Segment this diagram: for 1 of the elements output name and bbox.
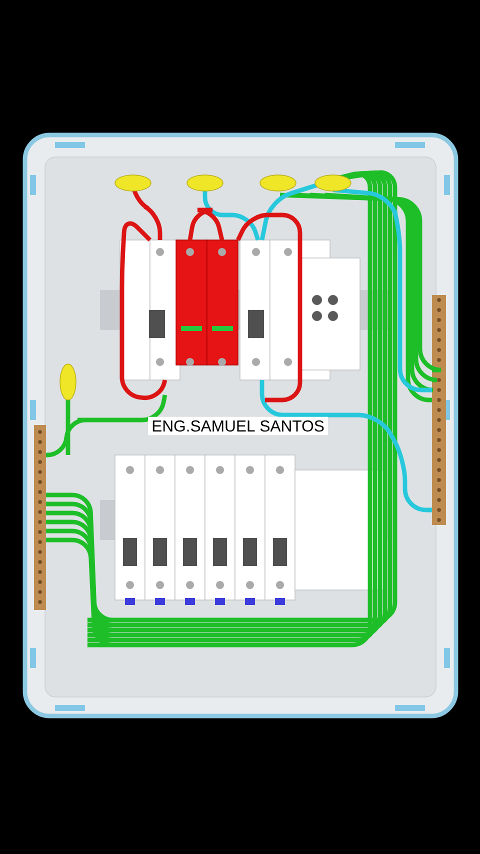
caption-text: ENG.SAMUEL SANTOS — [148, 416, 328, 436]
